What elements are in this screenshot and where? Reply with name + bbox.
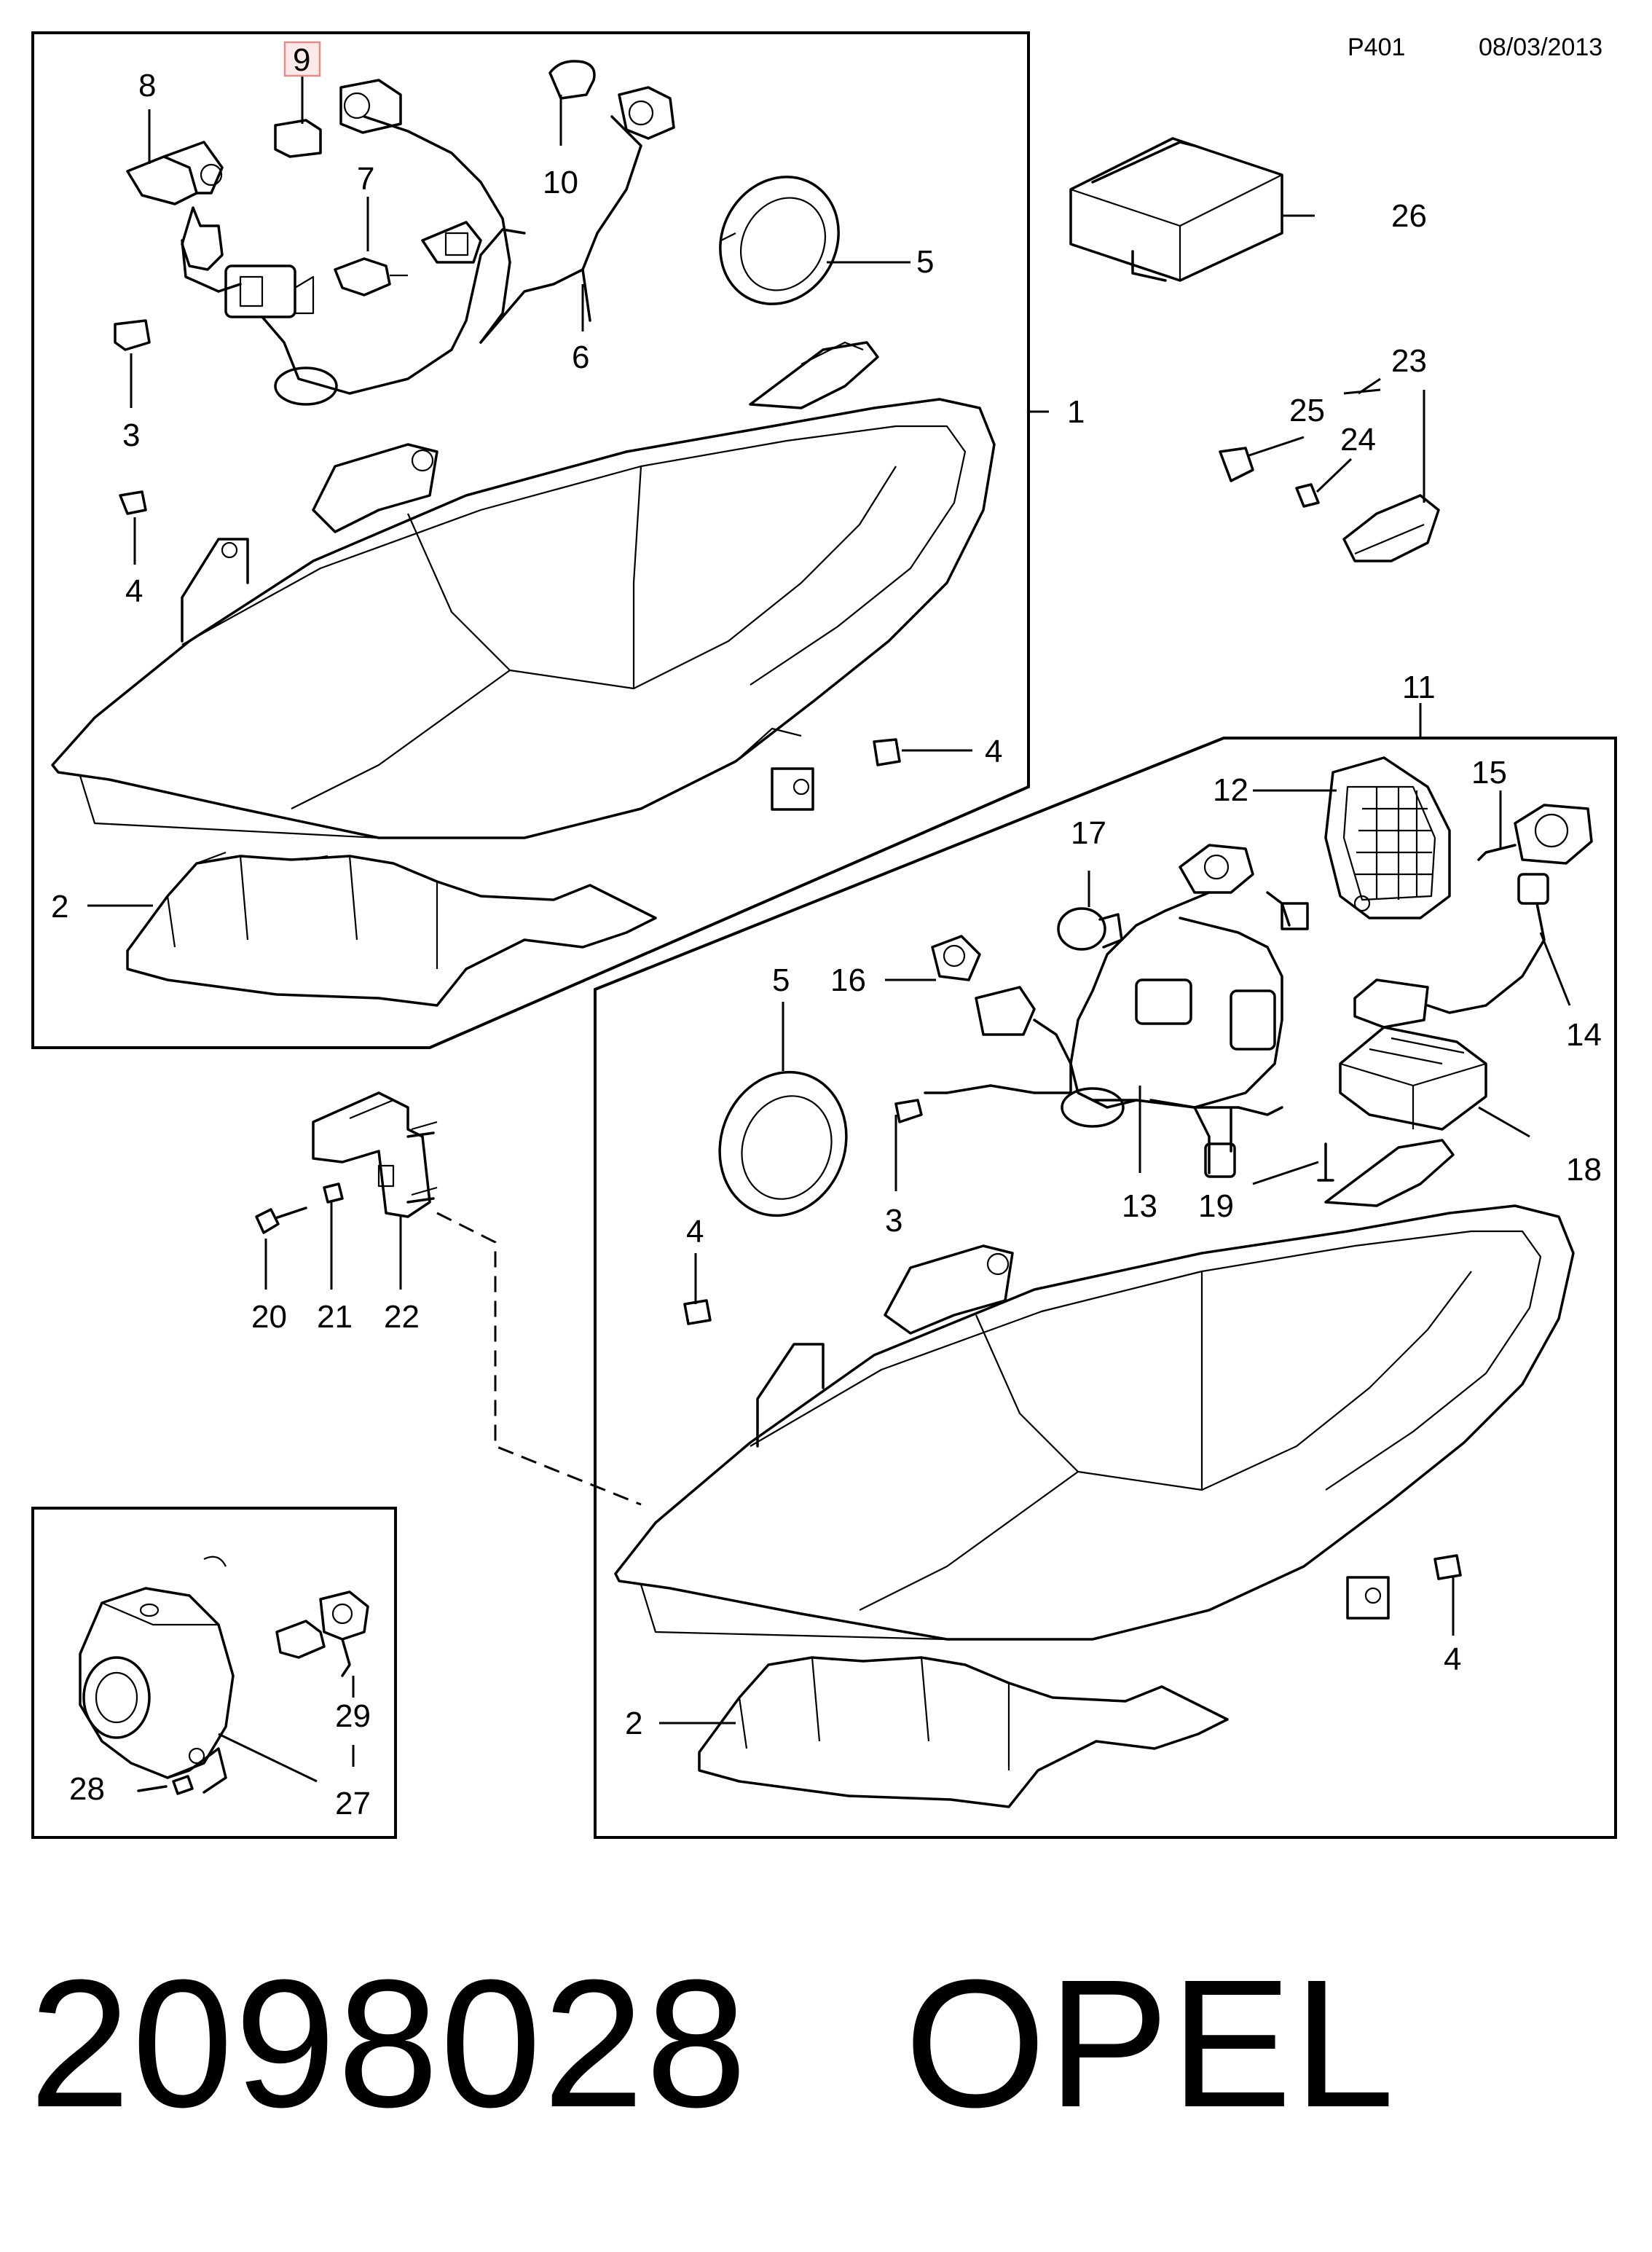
callout-21: 21 bbox=[317, 1299, 353, 1335]
callout-8: 8 bbox=[138, 68, 156, 103]
clip-part-4d bbox=[1433, 1554, 1462, 1580]
callout-17: 17 bbox=[1071, 815, 1106, 851]
callout-24: 24 bbox=[1340, 422, 1376, 458]
callout-2a: 2 bbox=[51, 889, 68, 925]
bulb-part-8 bbox=[126, 141, 224, 271]
callout-4d: 4 bbox=[1444, 1641, 1461, 1677]
page-code: P401 bbox=[1348, 34, 1405, 61]
cable-part-14 bbox=[1426, 873, 1549, 1014]
callout-4b: 4 bbox=[985, 734, 1002, 769]
callout-22: 22 bbox=[384, 1299, 420, 1335]
brand-name: OPEL bbox=[904, 1942, 1396, 2145]
highlighted-callout-box bbox=[283, 41, 321, 77]
part-number-footer: 2098028 OPEL bbox=[29, 1953, 1396, 2135]
xenon-headlamp-assembly bbox=[614, 1139, 1575, 1641]
screw-part-28 bbox=[137, 1775, 194, 1795]
igniter-part-18 bbox=[1339, 1026, 1487, 1131]
panel-halogen-headlamp bbox=[31, 31, 1030, 1049]
callout-29: 29 bbox=[335, 1698, 371, 1734]
fog-lamp-part-27 bbox=[79, 1555, 235, 1794]
igniter-cover-part-18b bbox=[1353, 978, 1429, 1029]
panel-xenon-headlamp bbox=[594, 737, 1617, 1839]
callout-18: 18 bbox=[1566, 1152, 1602, 1188]
callout-4a: 4 bbox=[125, 573, 143, 609]
wiring-harness-part-6 bbox=[114, 60, 675, 406]
clip-part-4b bbox=[873, 738, 901, 766]
clip-part-4c bbox=[683, 1299, 712, 1325]
screw-part-20 bbox=[255, 1207, 307, 1234]
clip-part-4a bbox=[119, 490, 147, 515]
callout-23: 23 bbox=[1391, 343, 1427, 379]
callout-2b: 2 bbox=[625, 1706, 642, 1741]
dashed-routing-line bbox=[436, 1212, 642, 1506]
callout-16: 16 bbox=[830, 962, 866, 998]
callout-1: 1 bbox=[1067, 394, 1085, 430]
callout-27: 27 bbox=[335, 1786, 371, 1821]
page-date: 08/03/2013 bbox=[1479, 34, 1602, 61]
side-marker-lamp-part-23 bbox=[1219, 447, 1440, 562]
callout-6: 6 bbox=[572, 340, 589, 375]
callout-28: 28 bbox=[69, 1771, 105, 1807]
callout-15: 15 bbox=[1471, 755, 1507, 790]
lower-bracket-part-2b bbox=[698, 1656, 1229, 1808]
callout-13: 13 bbox=[1122, 1188, 1157, 1224]
cover-ring-part-5b bbox=[718, 1070, 848, 1217]
control-module-part-26 bbox=[1069, 137, 1283, 282]
callout-3b: 3 bbox=[885, 1203, 902, 1239]
callout-26: 26 bbox=[1391, 198, 1427, 234]
callout-10: 10 bbox=[543, 165, 578, 200]
xenon-bulb-part-15 bbox=[1477, 804, 1593, 865]
callout-20: 20 bbox=[251, 1299, 287, 1335]
panel-fog-lamp bbox=[31, 1507, 397, 1839]
bulb-part-16 bbox=[931, 935, 1036, 1036]
screw-part-19 bbox=[1317, 1142, 1334, 1182]
bulb-part-17 bbox=[1057, 907, 1123, 951]
cover-ring-part-5a bbox=[719, 176, 840, 305]
callout-25: 25 bbox=[1289, 393, 1325, 428]
mounting-bracket-part-22 bbox=[312, 1091, 438, 1218]
clip-nut-part-21 bbox=[323, 1182, 344, 1204]
callout-19: 19 bbox=[1198, 1188, 1234, 1224]
callout-14: 14 bbox=[1566, 1017, 1602, 1053]
callout-4c: 4 bbox=[686, 1214, 704, 1249]
part-number: 2098028 bbox=[29, 1942, 749, 2145]
callout-12: 12 bbox=[1213, 772, 1248, 808]
leader-lines bbox=[87, 62, 1571, 1783]
callout-3a: 3 bbox=[122, 417, 140, 453]
callout-11: 11 bbox=[1402, 670, 1436, 705]
lower-bracket-part-2a bbox=[126, 851, 657, 1007]
dust-cap-part-12 bbox=[1324, 756, 1451, 919]
wiring-harness-part-13 bbox=[894, 844, 1309, 1178]
callout-5a: 5 bbox=[916, 244, 934, 280]
halogen-headlamp-assembly bbox=[51, 341, 996, 839]
fog-bulb-part-29 bbox=[275, 1590, 369, 1677]
callout-9: 9 bbox=[293, 42, 310, 78]
callout-7: 7 bbox=[357, 161, 374, 197]
callout-labels: 9 8 10 7 5 6 3 1 4 4 2 26 23 25 24 11 12… bbox=[51, 42, 1602, 1821]
callout-5b: 5 bbox=[772, 962, 790, 998]
